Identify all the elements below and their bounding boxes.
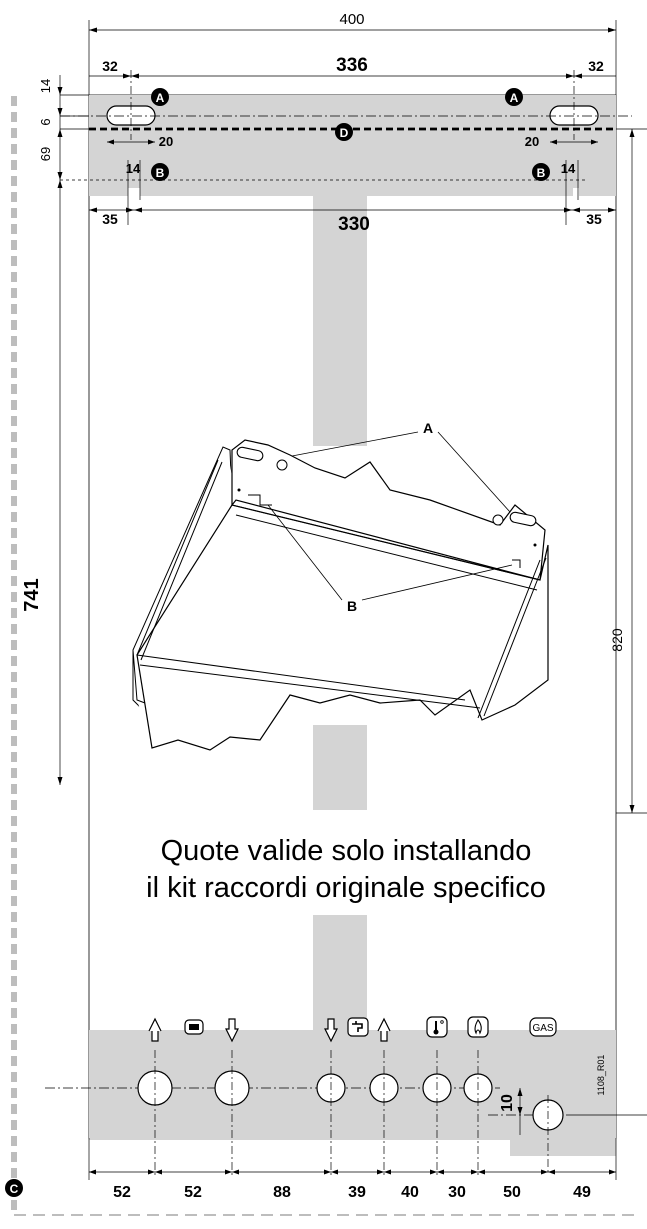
dim-arrowhead	[377, 1169, 384, 1175]
marker-b-right: B	[532, 163, 550, 181]
marker-b-right-label: B	[537, 166, 546, 180]
flame-icon	[467, 1016, 489, 1038]
dim-arrowhead	[437, 1169, 444, 1175]
center-strip-middle	[313, 725, 367, 810]
dim-bottom-5: 40	[401, 1184, 419, 1201]
bracket-illustration	[132, 439, 549, 751]
dim-arrowhead	[609, 1169, 616, 1175]
top-bracket-panel	[89, 95, 616, 198]
dim-left-35: 35	[102, 211, 118, 227]
dim-gas-offset: 10	[499, 1094, 516, 1112]
dim-arrowhead	[471, 1169, 478, 1175]
dim-arrowhead	[225, 1169, 232, 1175]
drawing-code: 1108_R01	[596, 1055, 606, 1096]
dim-h-6: 6	[38, 118, 53, 125]
arrow-up-icon	[377, 1017, 391, 1042]
marker-d-label: D	[340, 126, 349, 140]
dim-arrowhead	[384, 1169, 391, 1175]
dim-arrowhead	[548, 1169, 555, 1175]
dim-h-69: 69	[38, 147, 53, 161]
tap-icon	[347, 1017, 369, 1037]
marker-b-left: B	[151, 163, 169, 181]
dim-bottom-6: 30	[448, 1184, 466, 1201]
marker-a-left: A	[151, 88, 169, 106]
bottom-dimension-labels: 52 52 88 39 40 30 50 49	[113, 1184, 591, 1201]
dim-right-height: 820	[609, 628, 625, 652]
dim-bottom-7: 50	[503, 1184, 521, 1201]
dim-bottom-3: 88	[273, 1184, 291, 1201]
dim-slot-left-20: 20	[159, 134, 173, 149]
note-line-1: Quote valide solo installando	[161, 835, 532, 867]
arrow-up-icon	[148, 1017, 162, 1042]
dim-bottom-4: 39	[348, 1184, 366, 1201]
gas-label: GAS	[532, 1023, 553, 1034]
marker-c-label: C	[10, 1182, 19, 1196]
callout-b: B	[347, 598, 357, 614]
radiator-icon	[184, 1019, 204, 1035]
dim-slot-right-20: 20	[525, 134, 539, 149]
dim-arrowhead	[331, 1169, 338, 1175]
marker-c: C	[5, 1179, 23, 1197]
dim-top-left-offset: 32	[102, 58, 118, 74]
dim-left-height: 741	[21, 578, 43, 611]
dim-arrowhead	[430, 1169, 437, 1175]
marker-a-right-label: A	[510, 91, 519, 105]
center-strip-upper	[313, 196, 367, 446]
marker-a-left-label: A	[156, 91, 165, 105]
dim-overall-width: 400	[339, 11, 364, 28]
marker-b-left-label: B	[156, 166, 165, 180]
arrow-down-icon	[324, 1018, 338, 1043]
dim-slot-span: 336	[336, 55, 368, 76]
note-line-2: il kit raccordi originale specifico	[146, 872, 546, 904]
connections-panel	[89, 1030, 616, 1140]
dim-arrowhead	[478, 1169, 485, 1175]
dim-top-right-offset: 32	[588, 58, 604, 74]
dim-arrowhead	[148, 1169, 155, 1175]
dim-arrowhead	[324, 1169, 331, 1175]
dim-bottom-2: 52	[184, 1184, 202, 1201]
callout-a: A	[423, 420, 433, 436]
dim-arrowhead	[155, 1169, 162, 1175]
gas-icon: GAS	[529, 1017, 557, 1037]
dim-arrowhead	[232, 1169, 239, 1175]
dim-hole-left-14: 14	[126, 161, 141, 176]
marker-d: D	[335, 123, 353, 141]
connections-panel-extension	[510, 1138, 616, 1156]
dim-hole-right-14: 14	[561, 161, 576, 176]
arrow-down-icon	[225, 1018, 239, 1043]
dim-right-35: 35	[586, 211, 602, 227]
dim-arrowhead	[89, 1169, 96, 1175]
dim-bottom-1: 52	[113, 1184, 131, 1201]
dim-h-14: 14	[38, 79, 53, 93]
marker-a-right: A	[505, 88, 523, 106]
dim-arrowhead	[541, 1169, 548, 1175]
dim-holes-span: 330	[338, 214, 370, 235]
thermometer-icon	[426, 1016, 448, 1038]
dim-bottom-8: 49	[573, 1184, 591, 1201]
center-strip-lower	[313, 915, 367, 1030]
